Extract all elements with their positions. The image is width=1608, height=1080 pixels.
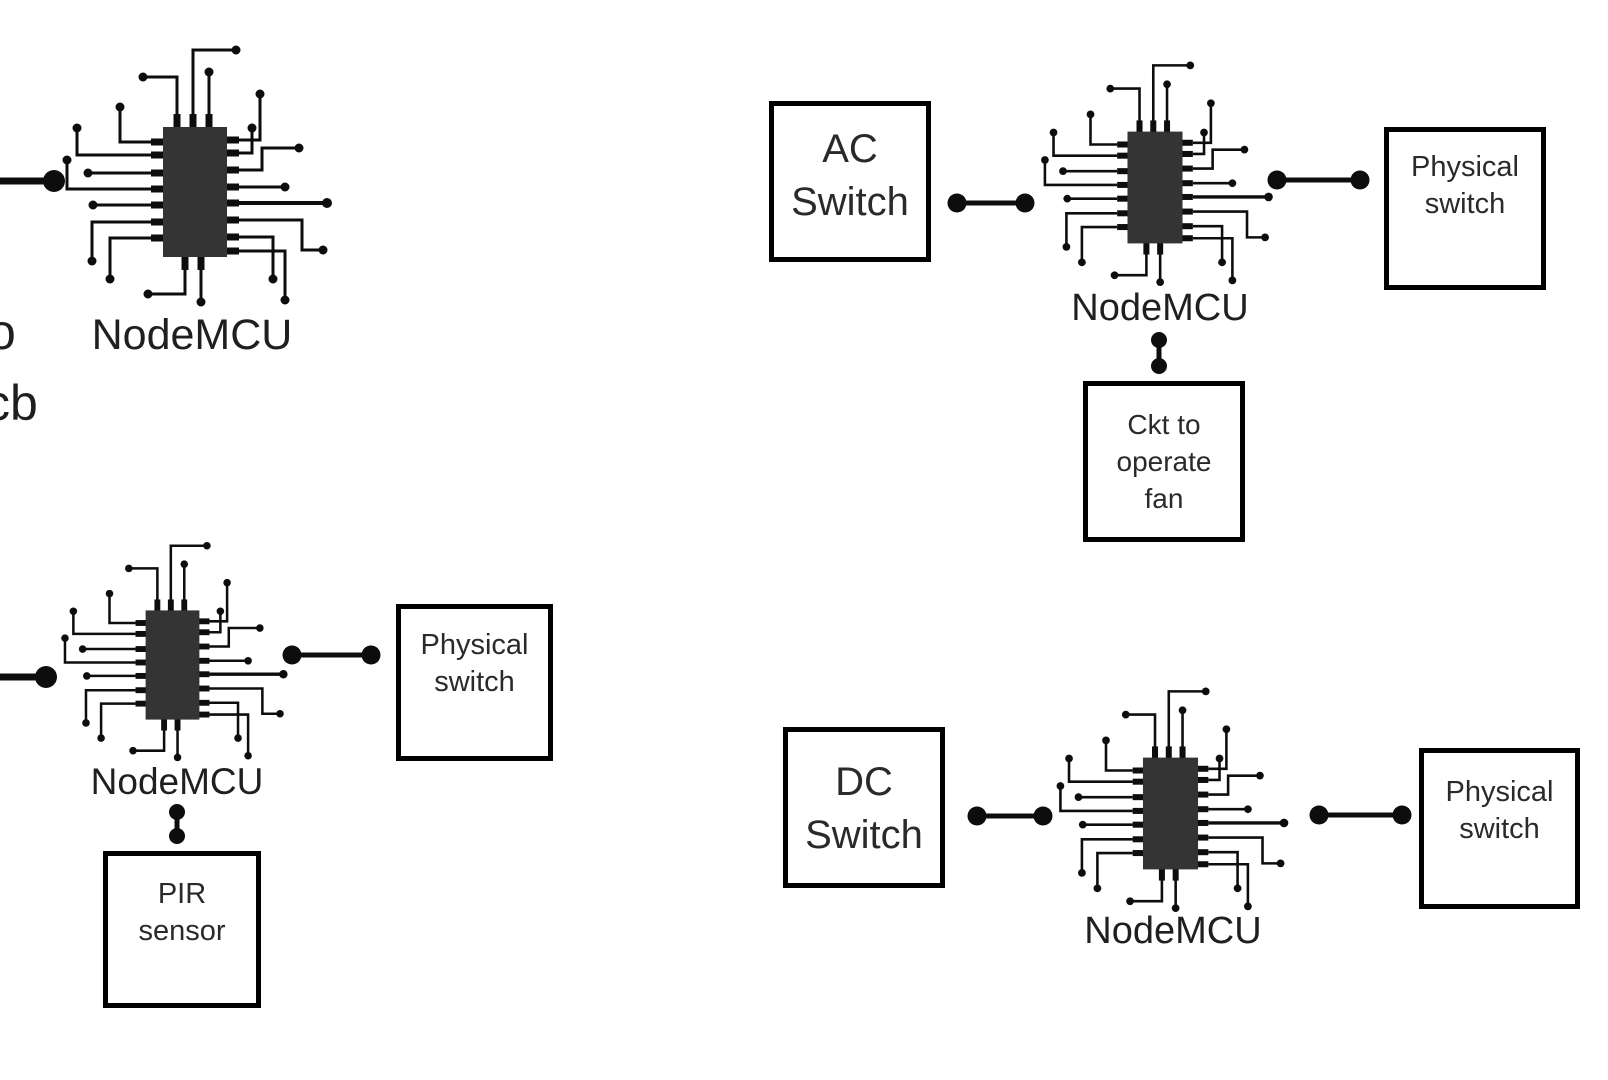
physical-switch-box: Physical switch [1419,748,1580,909]
box-label-line: switch [434,666,515,698]
connector-nodemcu-to-physical-switch-bottom-left [282,645,381,665]
connector-nodemcu-to-pir-sensor [169,804,185,844]
dc-switch-box: DC Switch [783,727,945,888]
connector-nodemcu-to-physical-switch-top-right [1267,170,1370,190]
box-label-line: fan [1144,483,1184,514]
nodemcu-chip-icon [1054,685,1291,914]
nodemcu-label: NodeMCU [90,761,264,802]
nodemcu-label: NodeMCU [1084,910,1262,952]
pir-sensor-box: PIR sensor [103,851,261,1008]
box-label-line: switch [1459,813,1540,845]
box-label-line: sensor [138,915,226,947]
box-label-line: DC [835,760,893,804]
box-label-line: switch [1424,188,1506,220]
edge-text-fragment: cb [0,375,38,431]
box-label-line: AC [822,127,878,171]
connector-nodemcu-to-ckt-fan [1151,332,1167,374]
nodemcu-chip-icon [59,540,290,763]
connector-nodemcu-to-physical-switch-bottom-right [1309,805,1412,825]
box-label-line: Physical [1411,151,1519,183]
physical-switch-box: Physical switch [396,604,553,761]
box-label-line: Physical [1445,776,1554,808]
edge-connector-bottom-left [0,666,57,688]
nodemcu-chip-icon [1039,59,1275,288]
edge-text-fragment: o [0,304,16,360]
physical-switch-box: Physical switch [1384,127,1546,290]
box-label-line: Physical [420,629,529,661]
connector-ac-switch-to-nodemcu [947,193,1035,213]
box-label-line: Ckt to [1127,409,1201,440]
box-label-line: Switch [805,813,923,857]
box-label-line: Switch [791,180,909,224]
edge-connector-top-left [0,170,65,192]
ckt-operate-fan-box: Ckt to operate fan [1083,381,1245,542]
box-label-line: operate [1116,446,1212,477]
nodemcu-chip-icon [60,43,334,309]
nodemcu-label: NodeMCU [1071,287,1249,329]
ac-switch-box: AC Switch [769,101,931,262]
box-label-line: PIR [157,878,207,910]
nodemcu-label: NodeMCU [91,311,293,359]
connector-dc-switch-to-nodemcu [967,806,1053,826]
